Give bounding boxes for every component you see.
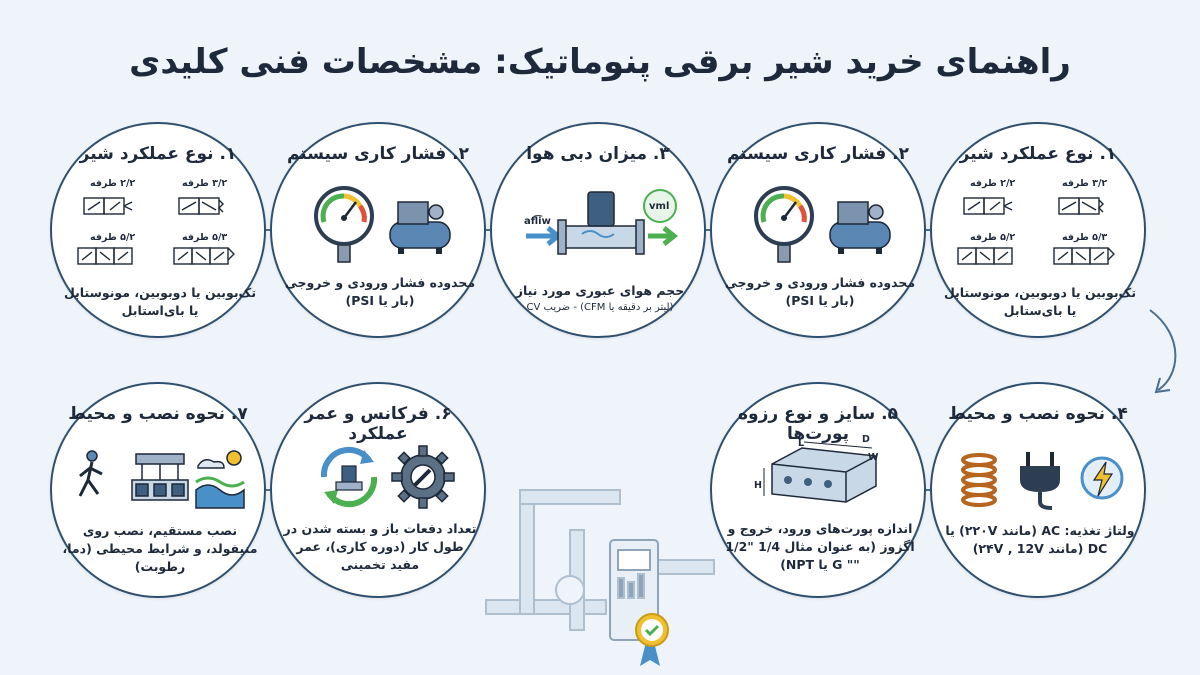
dimension-label: W: [868, 452, 879, 463]
card-description: نصب مستقیم، نصب روی منیفولد، و شرایط محی…: [62, 523, 258, 575]
installation-environment-icon: [78, 450, 245, 509]
card-installation-environment-left: ۷. نحوه نصب و محیط نصب مستقیم، نصب روی م…: [50, 382, 266, 598]
port-label: ۵/۲ طرفه: [90, 232, 136, 243]
dimension-label: D: [862, 434, 870, 445]
card-installation-environment-right: ۴. نحوه نصب و محیط ولتاژ تغذیه: AC (مانن…: [930, 382, 1146, 598]
card-working-pressure-right: ۲. فشار کاری سیستم محدوده فشار ورودی و خ…: [710, 122, 926, 338]
card-valve-function-left: ۱. نوع عملکرد شیر ۳/۲ طرفه ۲/۲ طرفه ۵/۳ …: [50, 122, 266, 338]
pressure-gauge-icon: [314, 186, 374, 263]
cycle-valve-icon: [320, 446, 378, 508]
port-label: ۵/۳ طرفه: [182, 232, 228, 243]
gear-wrench-icon: [391, 445, 455, 509]
flow-label: afl͡iw: [524, 216, 551, 227]
electric-bolt-icon: [1080, 456, 1124, 500]
card-air-flow: ۳. میزان دبی هوا afl͡iw vml حجم هوای عبو…: [490, 122, 706, 338]
port-label: ۲/۲ طرفه: [90, 178, 136, 189]
card-heading: ۳. میزان دبی هوا: [526, 144, 670, 164]
card-heading: ۱. نوع عملکرد شیر: [959, 144, 1117, 164]
port-label: ۲/۲ طرفه: [970, 178, 1016, 189]
card-description: تک‌بوبین یا دوبوبین، مونوستابل یا بای‌ست…: [943, 285, 1137, 319]
card-frequency-lifetime: ۶. فرکانس و عمر عملکرد تعداد دفعات باز و…: [270, 382, 486, 598]
card-heading: ۷. نحوه نصب و محیط: [68, 404, 248, 424]
card-heading: ۲. فشار کاری سیستم: [286, 144, 470, 164]
air-compressor-icon: [829, 201, 891, 254]
valve-symbols-icon: [77, 197, 235, 265]
card-description: تک‌بوبین یا دوبوبین، مونوستابل یا بای‌اس…: [63, 285, 257, 319]
card-description: تعداد دفعات باز و بسته شدن در طول کار (د…: [283, 521, 477, 573]
card-port-size-thread: ۵. سایز و نوع رزوه پورت‌ها L D W H انداز…: [710, 382, 926, 598]
card-description: اندازه پورت‌های ورود، خروج و اگزوز (به ع…: [725, 521, 915, 573]
pneumatic-system-illustration: [485, 489, 715, 666]
port-label: ۵/۳ طرفه: [1062, 232, 1108, 243]
card-description: محدوده فشار ورودی و خروجی (بار یا PSI): [724, 275, 916, 309]
valve-body-dimensions-icon: [763, 441, 877, 503]
card-description: محدوده فشار ورودی و خروجی (بار یا PSI): [284, 275, 476, 309]
pressure-gauge-icon: [754, 186, 814, 263]
card-heading: ۶. فرکانس و عمر عملکرد: [304, 404, 452, 444]
curved-flow-arrow: [1149, 309, 1177, 394]
card-subdescription: (لیتر بر دقیقه یا CFM) - ضریب CV: [526, 302, 674, 313]
card-description: حجم هوای عبوری مورد نیاز: [515, 283, 685, 298]
port-label: ۳/۲ طرفه: [182, 178, 228, 189]
valve-symbols-icon: [957, 197, 1115, 265]
dimension-label: H: [754, 480, 762, 491]
card-description: ولتاژ تغذیه: AC (مانند ۲۲۰V) یا DC (مانن…: [945, 523, 1135, 557]
page-title: راهنمای خرید شیر برقی پنوماتیک: مشخصات ف…: [129, 42, 1071, 82]
flow-valve-icon: [526, 189, 679, 255]
air-compressor-icon: [389, 201, 451, 254]
card-heading: ۴. نحوه نصب و محیط: [948, 404, 1128, 424]
coil-icon: [961, 453, 997, 507]
card-valve-function-right: ۱. نوع عملکرد شیر ۳/۲ طرفه ۲/۲ طرفه ۵/۳ …: [930, 122, 1146, 338]
dimension-label: L: [798, 438, 805, 449]
port-label: ۵/۲ طرفه: [970, 232, 1016, 243]
card-heading: ۵. سایز و نوع رزوه پورت‌ها: [738, 404, 898, 444]
power-plug-icon: [1020, 452, 1060, 510]
card-heading: ۱. نوع عملکرد شیر: [79, 144, 237, 164]
card-working-pressure-left: ۲. فشار کاری سیستم محدوده فشار ورودی و خ…: [270, 122, 486, 338]
card-heading: ۲. فشار کاری سیستم: [726, 144, 910, 164]
flow-badge-label: vml: [649, 201, 670, 212]
port-label: ۳/۲ طرفه: [1062, 178, 1108, 189]
